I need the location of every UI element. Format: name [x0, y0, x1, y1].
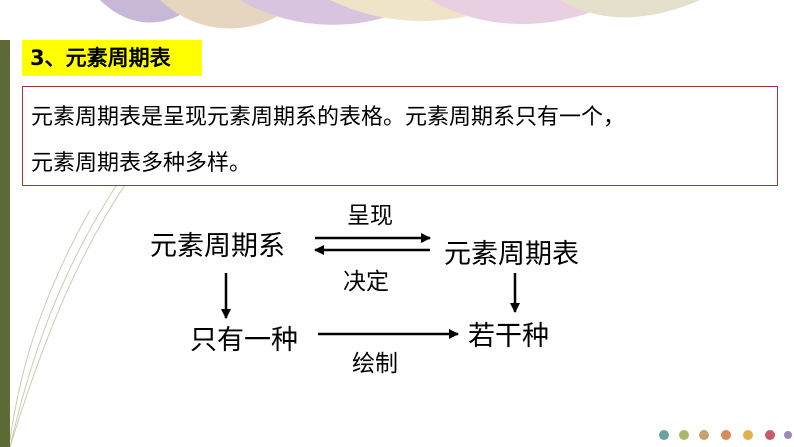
label-draw: 绘制	[352, 351, 398, 377]
node-periodic-table: 元素周期表	[444, 239, 579, 270]
node-only-one: 只有一种	[190, 325, 298, 356]
label-decide: 决定	[343, 269, 389, 295]
label-present: 呈现	[347, 203, 393, 229]
node-periodic-system: 元素周期系	[150, 231, 285, 262]
definition-line-1: 元素周期表是呈现元素周期系的表格。元素周期系只有一个，	[31, 105, 626, 130]
definition-line-2: 元素周期表多种多样。	[31, 151, 252, 176]
top-decoration	[100, 0, 700, 29]
left-line-decoration	[10, 150, 150, 447]
node-several: 若干种	[468, 321, 549, 352]
definition-box: 元素周期表是呈现元素周期系的表格。元素周期系只有一个， 元素周期表多种多样。	[22, 86, 778, 186]
section-title: 3、元素周期表	[22, 40, 202, 76]
decorative-dots	[659, 430, 792, 440]
left-accent-bar	[0, 40, 10, 447]
